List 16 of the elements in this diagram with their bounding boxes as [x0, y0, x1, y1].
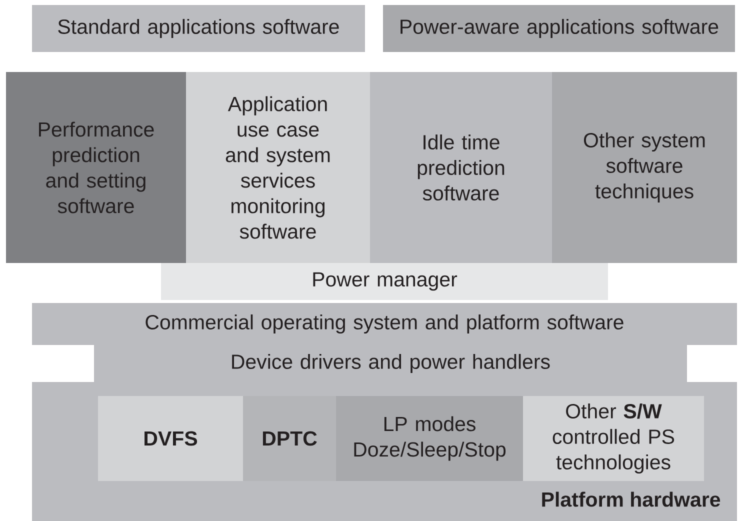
- technology-box: LP modes Doze/Sleep/Stop: [336, 396, 523, 481]
- layer-box: Device drivers and power handlers: [94, 345, 687, 382]
- layer-box: Other system software techniques: [552, 72, 737, 263]
- layer-box: Standard applications software: [32, 5, 365, 52]
- technology-box: DPTC: [243, 396, 336, 481]
- layer-box: Performance prediction and setting software: [6, 72, 186, 263]
- node-label: Device drivers and power handlers: [232, 354, 550, 374]
- technology-box: Other S/W controlled PS technologies: [523, 396, 704, 481]
- node-label: Platform hardware: [542, 492, 720, 507]
- layer-box: Power manager: [161, 263, 608, 300]
- technology-box: DVFS: [98, 396, 243, 481]
- node-label: Commercial operating system and platform software: [146, 314, 624, 334]
- layer-box: Application use case and system services monitoring software: [186, 72, 370, 263]
- layer-box: Power-aware applications software: [383, 5, 735, 52]
- layer-box: Idle time prediction software: [370, 72, 552, 263]
- layer-box: Commercial operating system and platform software: [32, 303, 737, 345]
